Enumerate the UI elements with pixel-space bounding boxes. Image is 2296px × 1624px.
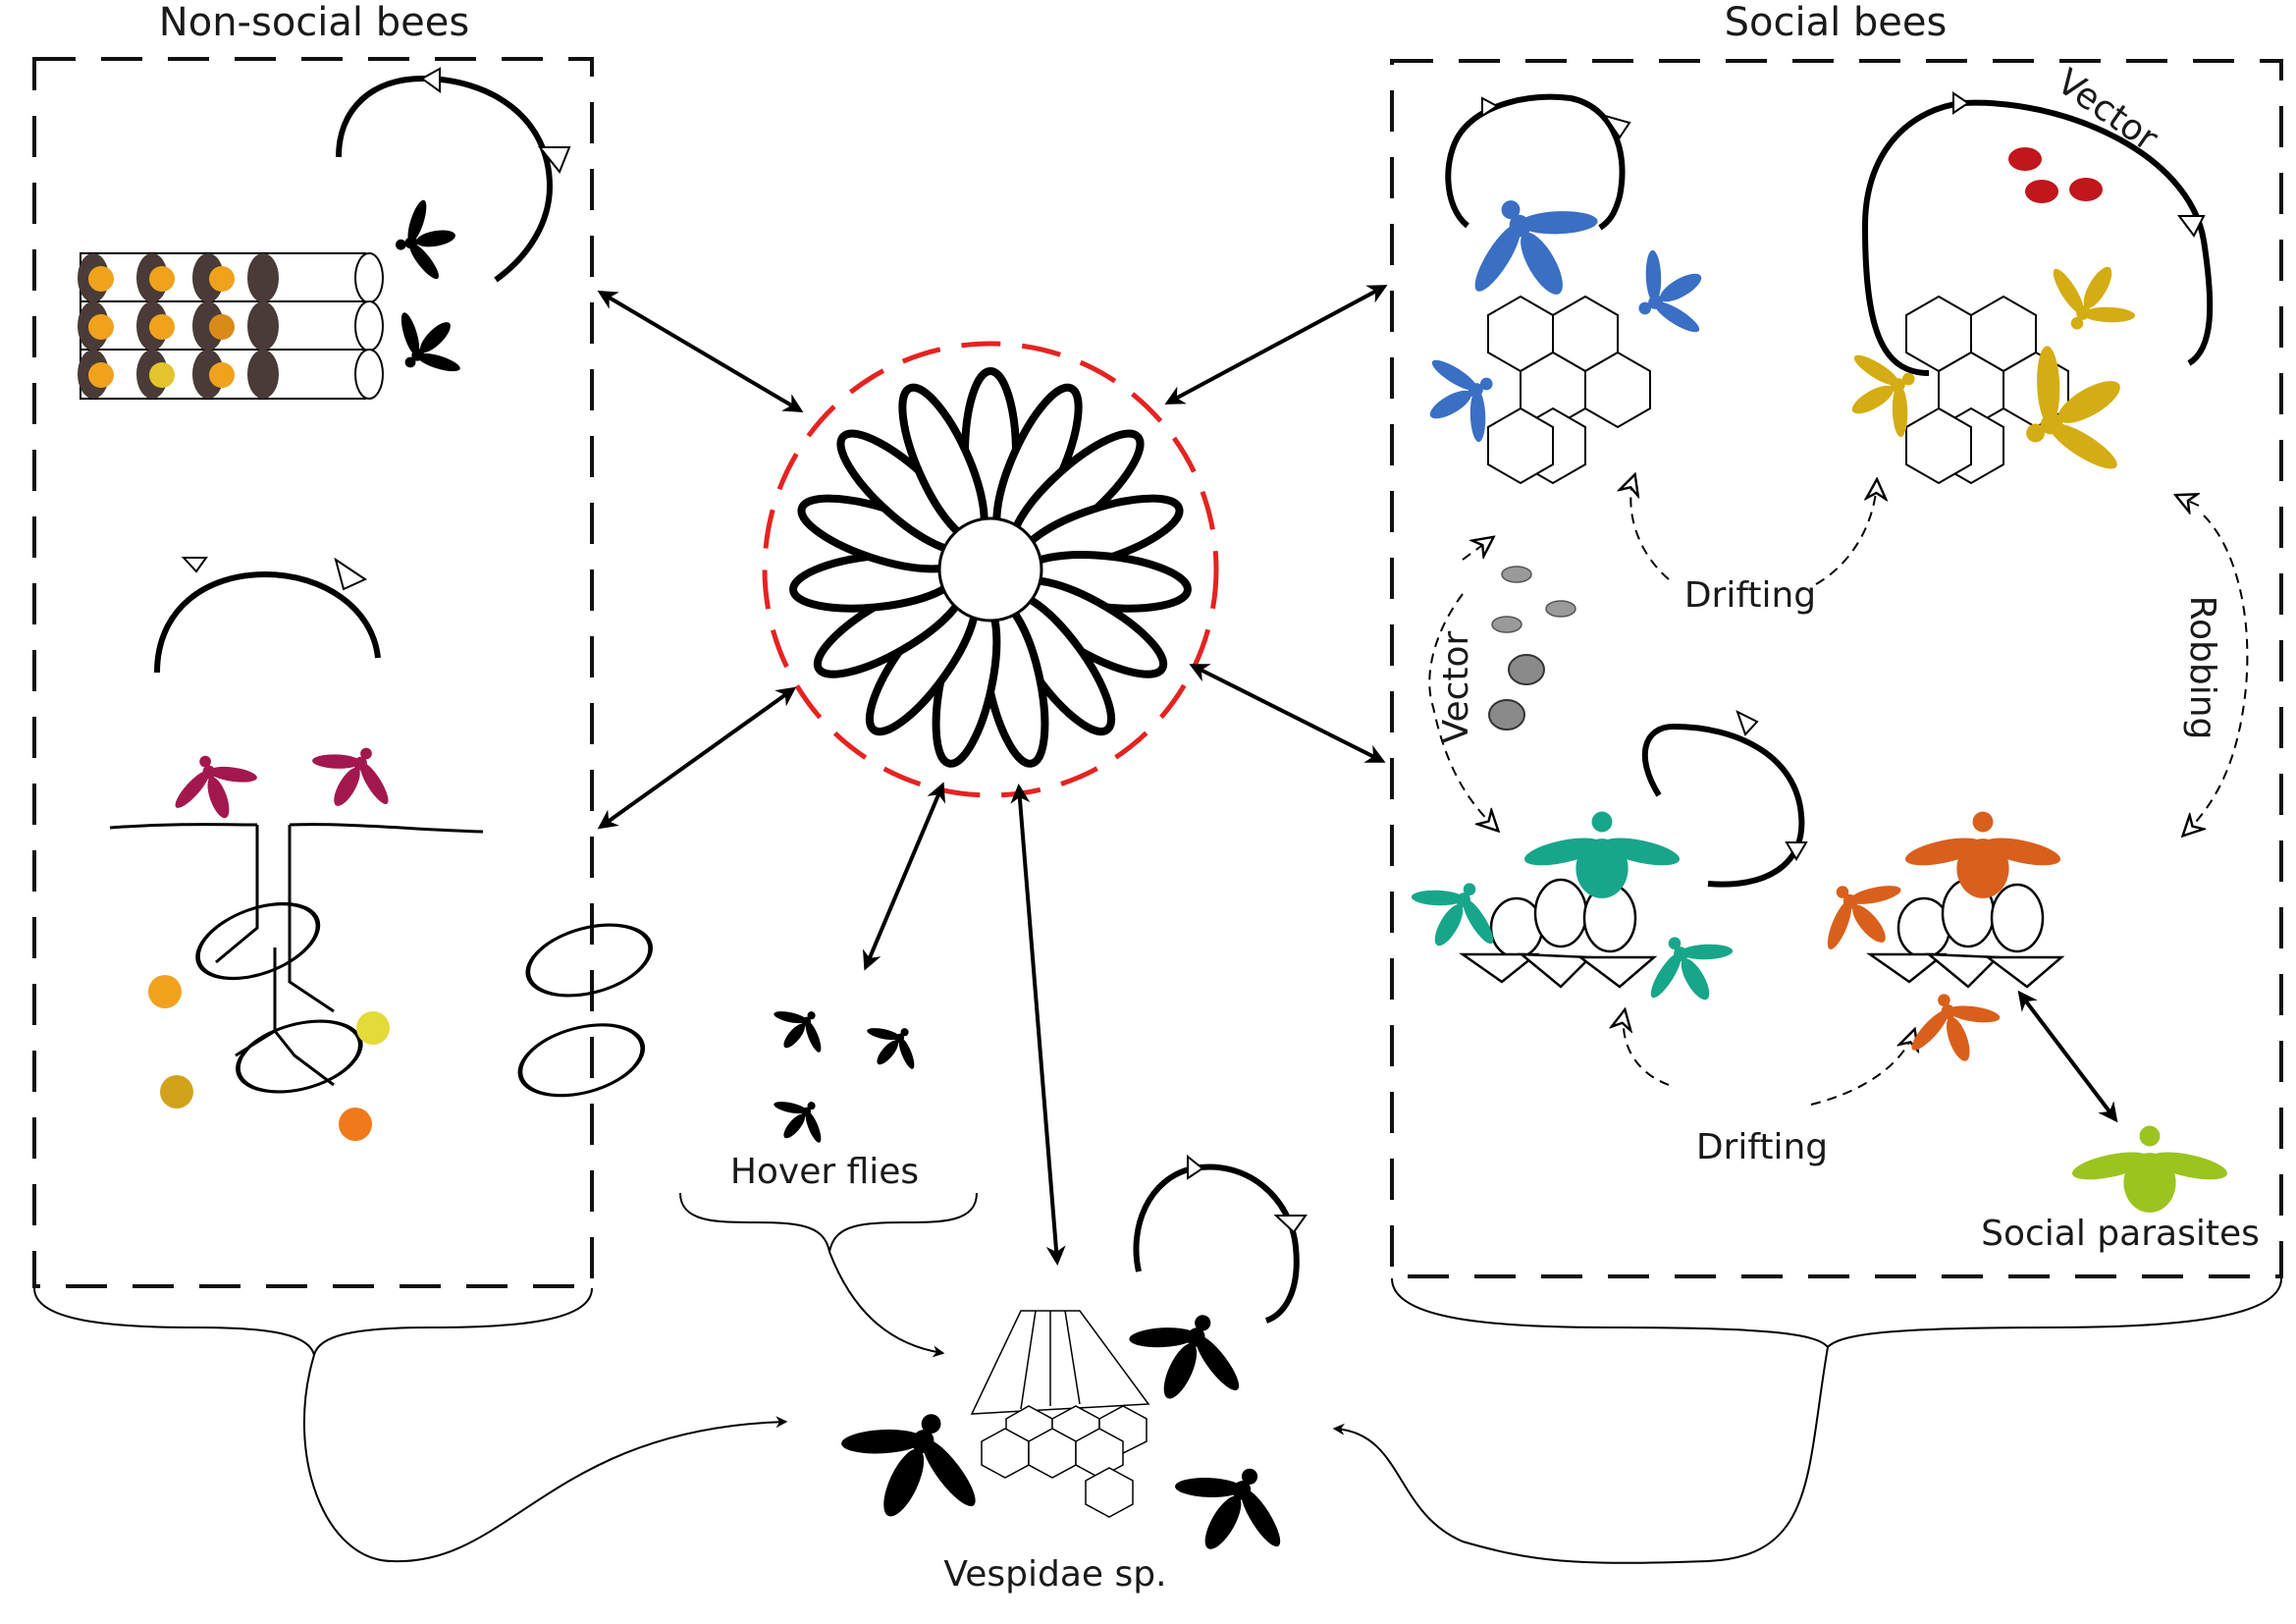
bumble-comb-teal: [1459, 878, 1658, 989]
cycle-arrow-blue: [1445, 93, 1626, 231]
hover-fly-icons: [760, 992, 933, 1159]
vespidae-label: Vespidae sp.: [943, 1554, 1166, 1595]
robbing-label: Robbing: [2182, 596, 2222, 740]
mite-icon: [2008, 147, 2103, 203]
trap-nest-icon: [78, 252, 384, 400]
drifting-label-top: Drifting: [1684, 575, 1816, 616]
hover-flies-to-vespidae: [828, 1251, 945, 1358]
social-title: Social bees: [1725, 0, 1948, 45]
arrow-social-flower-bottom: [1189, 664, 1386, 763]
non-social-to-vespidae: [302, 1354, 788, 1563]
dashed-connectors: [1428, 476, 2249, 1106]
ground-bee-icons: [159, 725, 409, 835]
vector-label-top: Vector: [2050, 62, 2165, 159]
social-to-vespidae: [1332, 1346, 1829, 1564]
hive-comb-icon: [1487, 296, 1651, 484]
arrow-social-flower-top: [1164, 285, 1388, 405]
arrow-nonsocial-flower-bottom: [597, 686, 797, 830]
bumble-comb-orange: [1866, 878, 2065, 989]
fly-icon: [1491, 566, 1576, 633]
social-group: Social bees: [1390, 0, 2283, 1278]
arrow-colony-parasites: [2017, 990, 2118, 1123]
flower-icon: [762, 341, 1219, 798]
parasite-bee-icon: [2069, 1125, 2230, 1213]
non-social-brace: [33, 1287, 593, 1356]
social-parasites-label: Social parasites: [1981, 1214, 2260, 1254]
cycle-arrow-teal: [1641, 723, 1805, 888]
ground-nest-icon: [109, 823, 653, 1098]
non-social-box: [32, 57, 594, 1288]
social-box: [1390, 59, 2283, 1278]
drifting-label-bottom: Drifting: [1696, 1127, 1828, 1167]
flower-ring: [762, 341, 1219, 798]
wasp-nest-icon: [970, 1310, 1150, 1518]
non-social-title: Non-social bees: [159, 0, 469, 45]
arrow-flower-hoverflies: [863, 782, 945, 971]
arrow-nonsocial-flower-top: [597, 290, 804, 413]
solitary-bee-icons: [376, 192, 480, 397]
hover-flies-brace: [679, 1192, 978, 1253]
social-brace: [1391, 1277, 2282, 1349]
hover-flies-label: Hover flies: [730, 1152, 919, 1192]
arrow-flower-vespidae: [1010, 784, 1066, 1266]
non-social-group: Non-social bees: [32, 0, 594, 1288]
cycle-arrow-groundnest: [154, 570, 381, 674]
cycle-arrow-vespidae: [1133, 1164, 1300, 1324]
cycle-arrow-trapnest: [336, 75, 554, 283]
interaction-arrows: [597, 285, 2118, 1266]
vector-label-left: Vector: [1436, 630, 1476, 743]
larvae: [148, 975, 390, 1141]
beetle-icon: [1488, 654, 1545, 731]
